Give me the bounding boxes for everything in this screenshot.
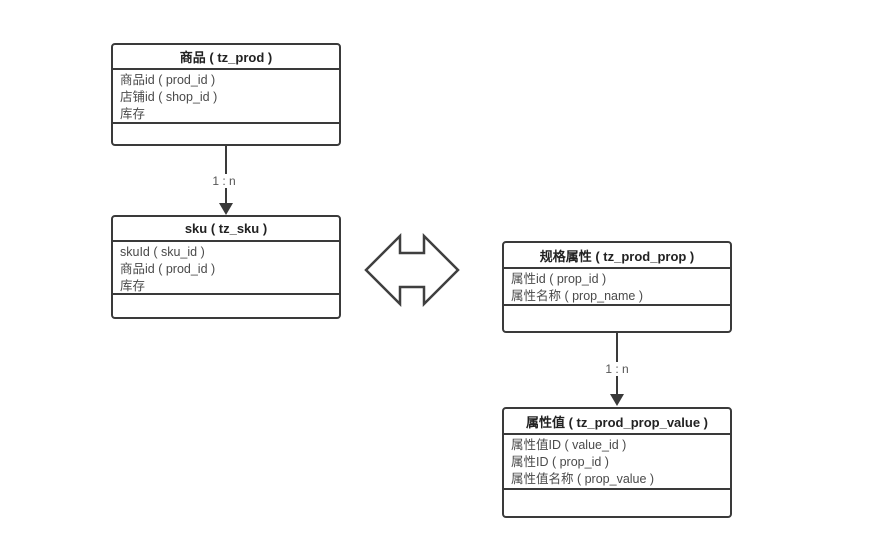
entity-sku: sku ( tz_sku ) skuId ( sku_id ) 商品id ( p… bbox=[111, 215, 341, 319]
entity-field: 属性id ( prop_id ) bbox=[511, 272, 607, 286]
entity-field: 属性值ID ( value_id ) bbox=[511, 438, 627, 452]
arrowhead-down-icon bbox=[219, 203, 233, 215]
entity-field: 属性名称 ( prop_name ) bbox=[511, 289, 643, 303]
relation-label-prop-value: 1 : n bbox=[602, 362, 632, 376]
entity-field: skuId ( sku_id ) bbox=[120, 245, 205, 259]
entity-field: 属性值名称 ( prop_value ) bbox=[511, 472, 655, 486]
entity-prod-prop-value-fields: 属性值ID ( value_id ) 属性ID ( prop_id ) 属性值名… bbox=[504, 435, 730, 490]
entity-sku-title: sku ( tz_sku ) bbox=[113, 217, 339, 242]
entity-prod-prop-fields: 属性id ( prop_id ) 属性名称 ( prop_name ) bbox=[504, 269, 730, 306]
entity-field: 店铺id ( shop_id ) bbox=[120, 90, 218, 104]
relation-label-prod-sku: 1 : n bbox=[209, 174, 239, 188]
bidirectional-arrow-icon bbox=[364, 232, 460, 308]
entity-field: 商品id ( prod_id ) bbox=[120, 73, 216, 87]
entity-prod-prop-value-empty-section bbox=[504, 490, 730, 516]
entity-prod-prop-title: 规格属性 ( tz_prod_prop ) bbox=[504, 243, 730, 269]
entity-prod-empty-section bbox=[113, 124, 339, 144]
entity-prod: 商品 ( tz_prod ) 商品id ( prod_id ) 店铺id ( s… bbox=[111, 43, 341, 146]
entity-prod-prop-empty-section bbox=[504, 306, 730, 331]
entity-field: 属性ID ( prop_id ) bbox=[511, 455, 609, 469]
entity-sku-fields: skuId ( sku_id ) 商品id ( prod_id ) 库存 bbox=[113, 242, 339, 295]
entity-prod-fields: 商品id ( prod_id ) 店铺id ( shop_id ) 库存 bbox=[113, 70, 339, 124]
entity-field: 商品id ( prod_id ) bbox=[120, 262, 216, 276]
entity-prod-prop-value: 属性值 ( tz_prod_prop_value ) 属性值ID ( value… bbox=[502, 407, 732, 518]
entity-prod-prop: 规格属性 ( tz_prod_prop ) 属性id ( prop_id ) 属… bbox=[502, 241, 732, 333]
entity-prod-prop-value-title: 属性值 ( tz_prod_prop_value ) bbox=[504, 409, 730, 435]
entity-sku-empty-section bbox=[113, 295, 339, 317]
entity-field: 库存 bbox=[120, 279, 146, 293]
arrowhead-down-icon bbox=[610, 394, 624, 406]
entity-field: 库存 bbox=[120, 107, 146, 121]
entity-prod-title: 商品 ( tz_prod ) bbox=[113, 45, 339, 70]
